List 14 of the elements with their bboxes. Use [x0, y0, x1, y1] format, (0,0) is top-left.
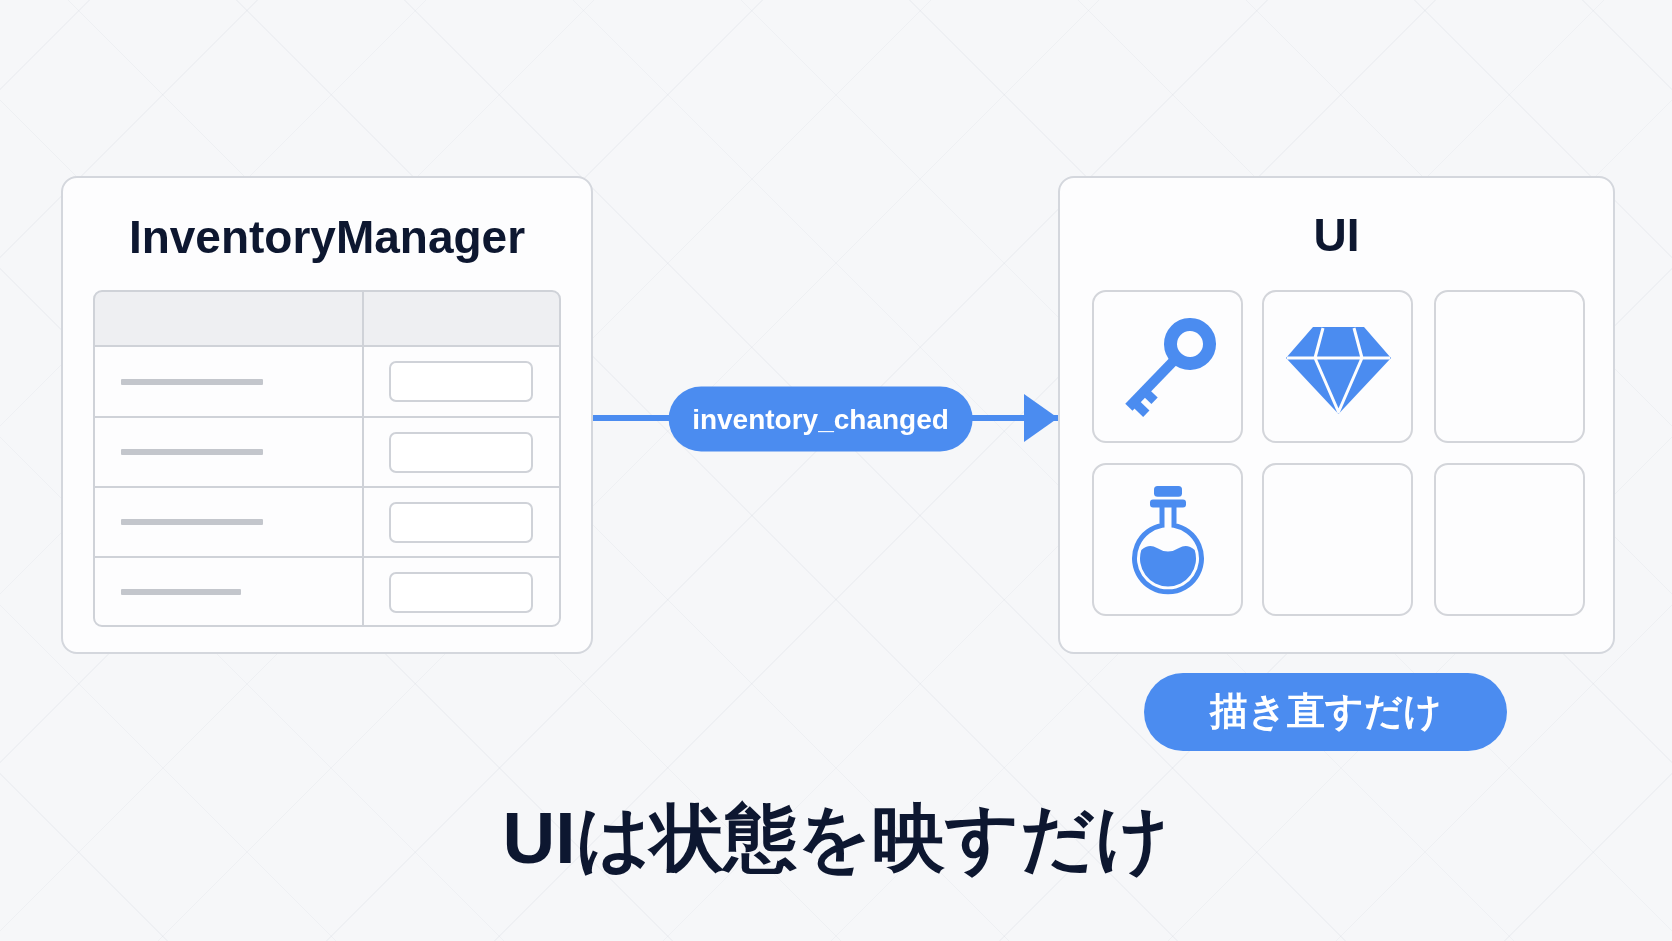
inventory-slot [1262, 463, 1413, 616]
ui-panel [1058, 176, 1615, 654]
inventory-slot [1434, 463, 1585, 616]
panel-title: InventoryManager [128, 212, 526, 262]
inventory-slot [1434, 290, 1585, 443]
component-panel [61, 176, 593, 654]
caption: UIは状態を映すだけ [502, 797, 1170, 879]
note-pill [1144, 673, 1507, 751]
panel-title: UI [1313, 210, 1360, 260]
pill-text: 描き直すだけ [1209, 691, 1442, 733]
inventory-slot [1092, 463, 1243, 616]
edge-label: inventory_changed [668, 386, 973, 452]
inventory-slot [1262, 290, 1413, 443]
inventory-slot [1092, 290, 1243, 443]
